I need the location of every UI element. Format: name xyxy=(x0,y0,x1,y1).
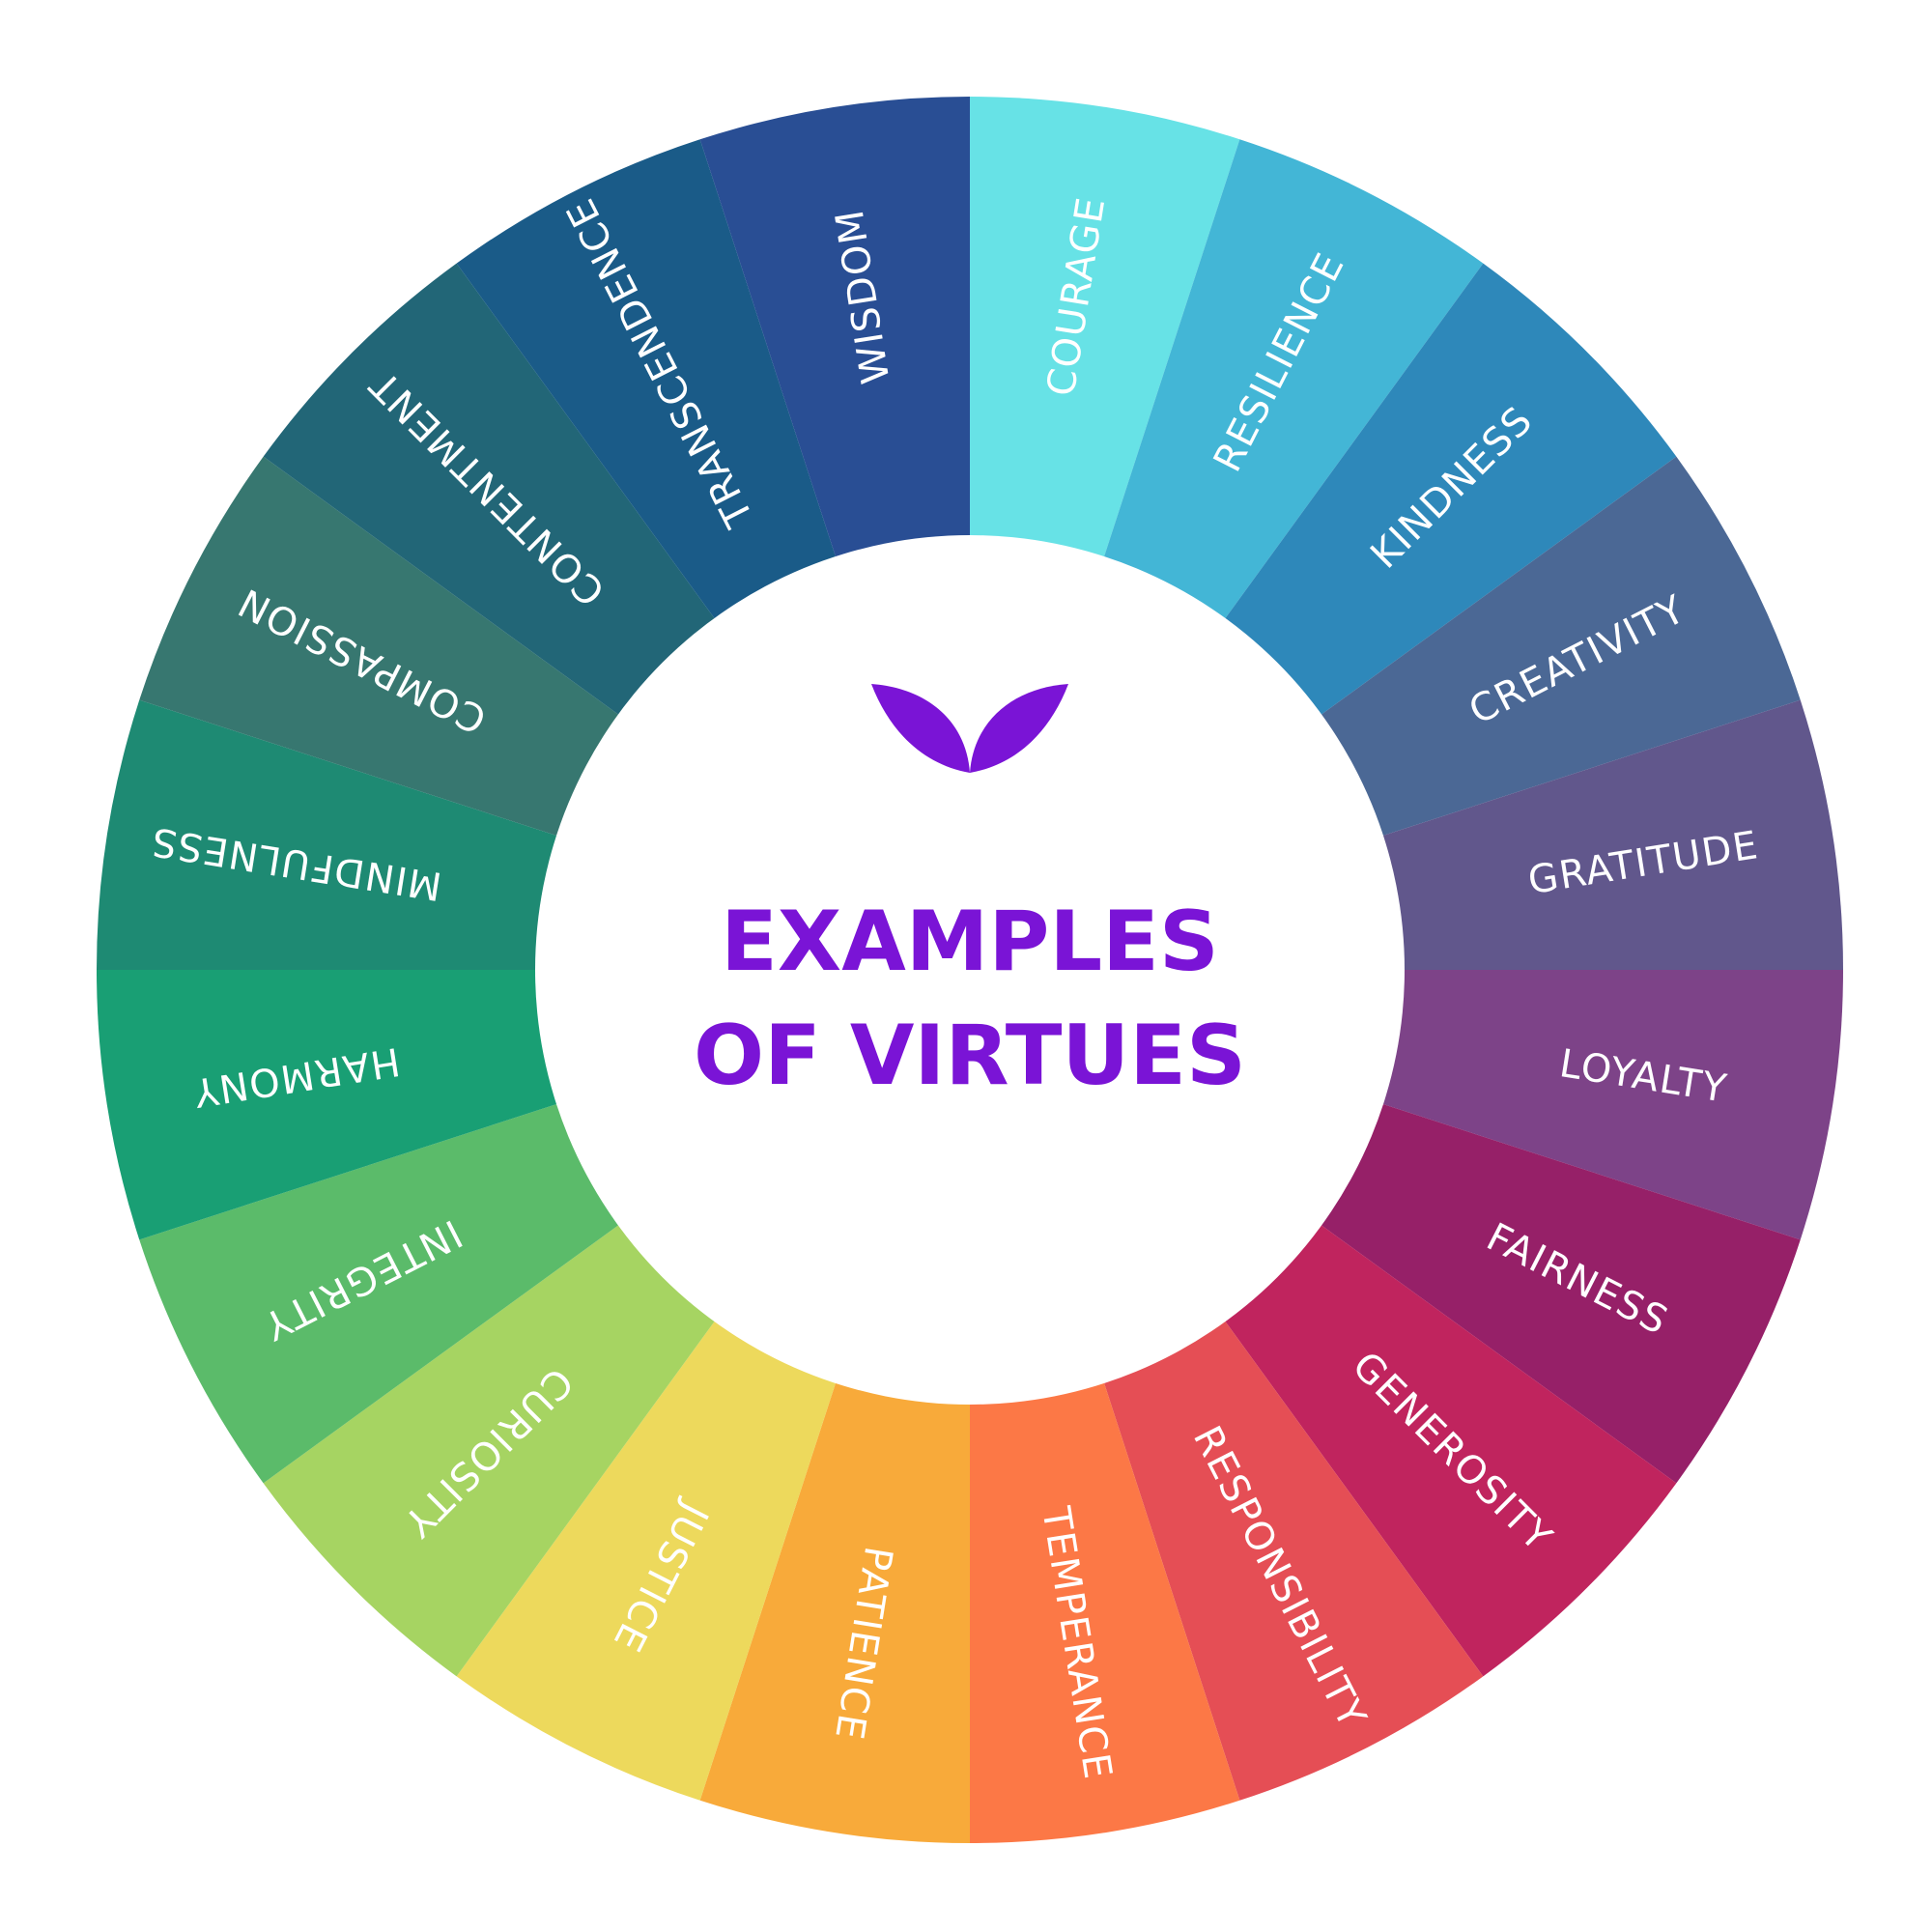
center-circle xyxy=(535,535,1405,1405)
title-line-1: EXAMPLES xyxy=(721,894,1219,990)
title-line-2: OF VIRTUES xyxy=(694,1008,1246,1104)
left-leaf-icon xyxy=(871,684,970,773)
right-leaf-icon xyxy=(970,684,1068,773)
two-leaves-icon xyxy=(871,684,1068,773)
